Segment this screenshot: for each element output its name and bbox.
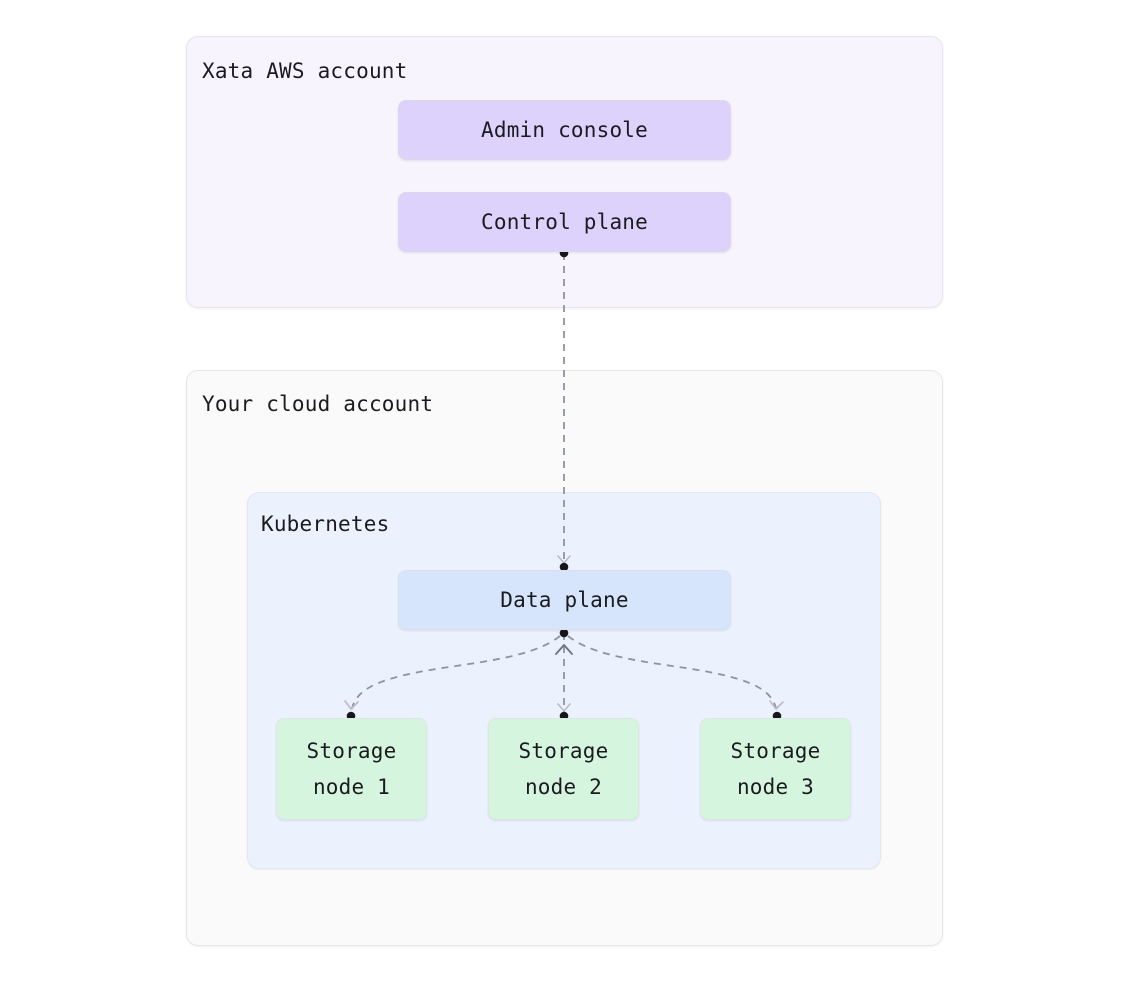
node-admin-console[interactable]: Admin console <box>398 100 731 160</box>
node-label-storage-node-2-line-1: Storage <box>518 738 609 763</box>
node-data-plane[interactable]: Data plane <box>398 570 731 630</box>
container-title-your-cloud-account: Your cloud account <box>202 392 434 416</box>
node-label-admin-console: Admin console <box>481 118 648 142</box>
node-label-storage-node-1-line-2: node 1 <box>312 775 391 799</box>
node-label-control-plane: Control plane <box>481 210 648 234</box>
node-label-storage-node-2-line-2: node 2 <box>524 775 603 799</box>
node-control-plane[interactable]: Control plane <box>398 192 731 252</box>
node-label-data-plane: Data plane <box>500 588 629 612</box>
node-storage-node-2[interactable]: Storage node 2 <box>488 718 639 820</box>
node-storage-node-1[interactable]: Storage node 1 <box>276 718 427 820</box>
container-title-xata-aws-account: Xata AWS account <box>202 59 408 83</box>
node-label-storage-node-1-line-1: Storage <box>306 738 397 763</box>
container-xata-aws-account: Xata AWS account <box>186 36 943 308</box>
node-label-storage-node-3-line-1: Storage <box>730 738 821 763</box>
node-storage-node-3[interactable]: Storage node 3 <box>700 718 851 820</box>
node-label-storage-node-3-line-2: node 3 <box>736 775 815 799</box>
container-title-kubernetes: Kubernetes <box>261 512 390 536</box>
